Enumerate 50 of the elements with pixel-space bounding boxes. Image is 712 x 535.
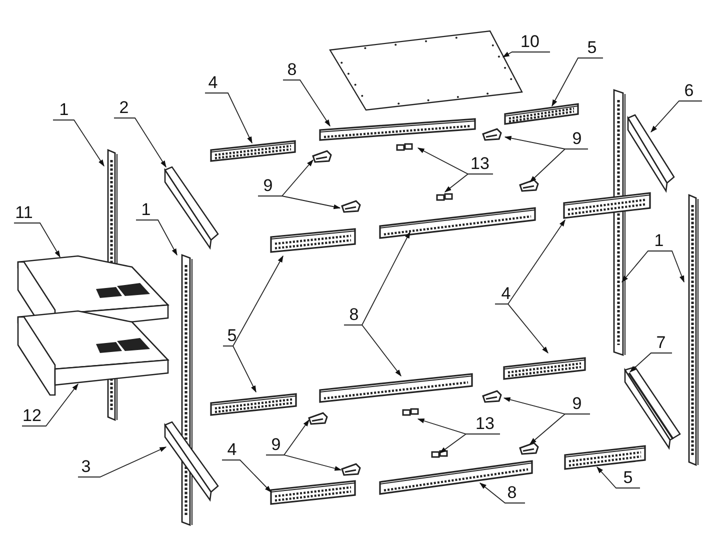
leader-line — [78, 446, 167, 478]
leader-line — [282, 80, 330, 127]
callout-number: 11 — [9, 204, 39, 222]
callout-number: 6 — [674, 82, 704, 100]
leader-line — [479, 482, 526, 504]
leader-line — [258, 196, 341, 210]
callout-number: 13 — [465, 155, 495, 173]
callout-number: 8 — [339, 306, 369, 324]
callout-number: 9 — [562, 130, 592, 148]
leader-line — [629, 352, 672, 372]
callout-number: 2 — [109, 99, 139, 117]
callout-number: 9 — [261, 436, 291, 454]
callout-number: 4 — [198, 74, 228, 92]
leader-line — [529, 414, 590, 444]
leader-line — [650, 100, 702, 133]
callout-number: 8 — [497, 484, 527, 502]
leader-line — [494, 304, 548, 354]
callout-number: 4 — [491, 285, 521, 303]
leader-line — [114, 118, 166, 168]
leader-line — [204, 92, 252, 144]
callout-number: 7 — [646, 334, 676, 352]
callout-number: 5 — [217, 327, 247, 345]
leader-line — [344, 324, 402, 377]
leader-line — [596, 466, 640, 488]
callout-number: 4 — [217, 441, 247, 459]
leader-line — [22, 383, 78, 426]
callout-number: 3 — [71, 458, 101, 476]
leader-line — [266, 454, 342, 471]
leader-line — [222, 460, 272, 492]
leader-line — [222, 346, 256, 393]
callout-number: 1 — [131, 201, 161, 219]
callout-number: 5 — [613, 469, 643, 487]
leader-line — [648, 250, 684, 283]
leader-line — [14, 222, 60, 258]
callout-number: 9 — [562, 395, 592, 413]
leader-line — [502, 52, 550, 58]
leader-line — [552, 58, 604, 107]
leader-line — [444, 174, 494, 192]
callout-number: 1 — [49, 101, 79, 119]
leader-line — [439, 434, 500, 454]
leader-line — [52, 120, 104, 167]
callout-number: 13 — [470, 415, 500, 433]
callout-number: 8 — [277, 61, 307, 79]
callout-number: 5 — [577, 39, 607, 57]
callout-number: 1 — [644, 232, 674, 250]
leader-line — [136, 220, 178, 256]
callout-number: 12 — [17, 407, 47, 425]
callout-number: 10 — [515, 33, 545, 51]
leader-line — [530, 148, 588, 182]
callout-number: 9 — [253, 177, 283, 195]
